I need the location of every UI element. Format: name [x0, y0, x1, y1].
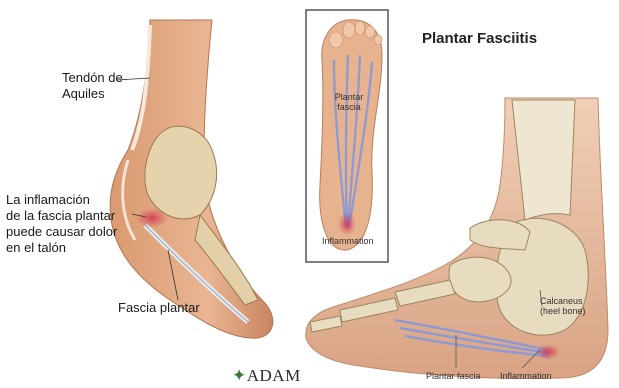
- inset-sole-illustration: [306, 10, 388, 262]
- label-inflammation-right: Inflammation: [500, 371, 552, 381]
- diagram-title: Plantar Fasciitis: [422, 30, 537, 47]
- adam-logo: ✦ADAM: [232, 366, 301, 386]
- inflammation-spot-right: [536, 344, 560, 360]
- inset-label-plantar-fascia: Plantar fascia: [334, 92, 364, 112]
- label-inflammation-es: La inflamación de la fascia plantar pued…: [6, 192, 117, 256]
- label-fascia-plantar: Fascia plantar: [118, 300, 200, 316]
- left-foot-illustration: [110, 20, 273, 338]
- label-achilles-tendon: Tendón de Aquiles: [62, 70, 123, 102]
- inset-label-inflammation: Inflammation: [322, 236, 374, 246]
- label-calcaneus: Calcaneus (heel bone): [540, 296, 586, 316]
- label-plantar-fascia-right: Plantar fascia: [426, 371, 481, 381]
- heel-bones: [145, 126, 217, 219]
- leaf-icon: ✦: [232, 366, 247, 385]
- inset-inflammation-spot: [338, 212, 356, 236]
- inflammation-spot: [136, 208, 168, 228]
